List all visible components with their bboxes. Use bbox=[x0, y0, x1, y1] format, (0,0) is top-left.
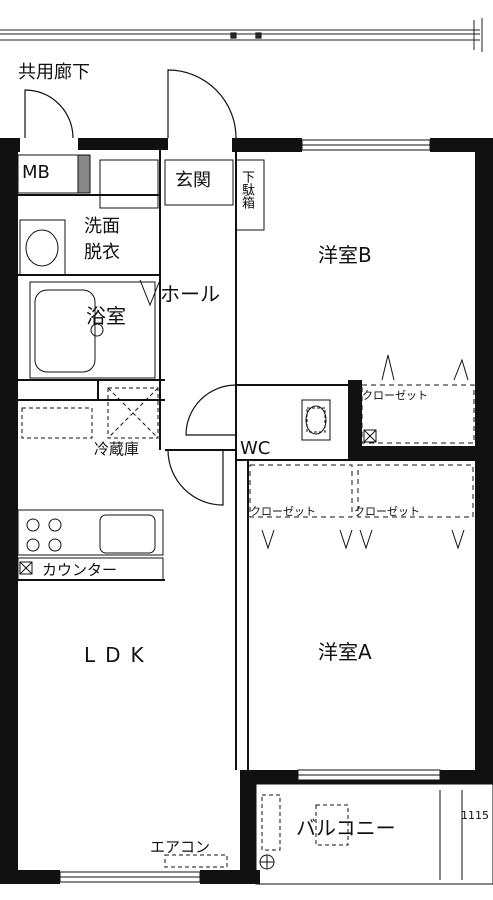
ldk-label: LDK bbox=[84, 643, 154, 667]
bedroom-b-label: 洋室B bbox=[318, 243, 372, 267]
closet-a-right-label: クローゼット bbox=[354, 505, 420, 518]
balcony-label: バルコニー bbox=[296, 816, 396, 840]
fridge-space bbox=[21, 387, 159, 439]
toilet-fixture bbox=[301, 399, 331, 441]
wash-basin bbox=[19, 219, 66, 276]
closet-b-label: クローゼット bbox=[362, 389, 428, 402]
fridge-label: 冷蔵庫 bbox=[94, 440, 140, 458]
corridor-label: 共用廊下 bbox=[18, 62, 90, 83]
closet-a-left-label: クローゼット bbox=[250, 505, 316, 518]
closets bbox=[249, 384, 475, 518]
exterior-walls bbox=[0, 138, 493, 884]
shoe-box-label: 下駄箱 bbox=[239, 170, 254, 209]
counter-label: カウンター bbox=[42, 561, 118, 579]
ac-unit-mark-label: 1115 bbox=[461, 809, 489, 822]
svg-text:⊠: ⊠ bbox=[230, 31, 237, 40]
roof-eave: ⊠ ⊠ bbox=[0, 18, 483, 52]
aircon-unit bbox=[164, 854, 228, 868]
mb-label: MB bbox=[22, 162, 50, 183]
washroom-label-2: 脱衣 bbox=[84, 242, 120, 263]
svg-text:⊠: ⊠ bbox=[255, 31, 262, 40]
hall-label: ホール bbox=[160, 282, 220, 306]
toilet-label: WC bbox=[240, 438, 271, 459]
bedroom-a-label: 洋室A bbox=[318, 640, 372, 664]
bath-label: 浴室 bbox=[86, 304, 126, 328]
doors bbox=[24, 69, 237, 506]
mb-box bbox=[17, 154, 91, 194]
closet-doors bbox=[139, 279, 469, 550]
entrance-area bbox=[99, 159, 265, 231]
windows bbox=[59, 139, 441, 883]
bathtub bbox=[29, 281, 156, 379]
kitchen-counter bbox=[17, 509, 164, 581]
washroom-label-1: 洗面 bbox=[84, 216, 120, 237]
aircon-label: エアコン bbox=[150, 838, 211, 856]
balcony-area bbox=[255, 783, 493, 885]
entrance-label: 玄関 bbox=[175, 170, 211, 191]
